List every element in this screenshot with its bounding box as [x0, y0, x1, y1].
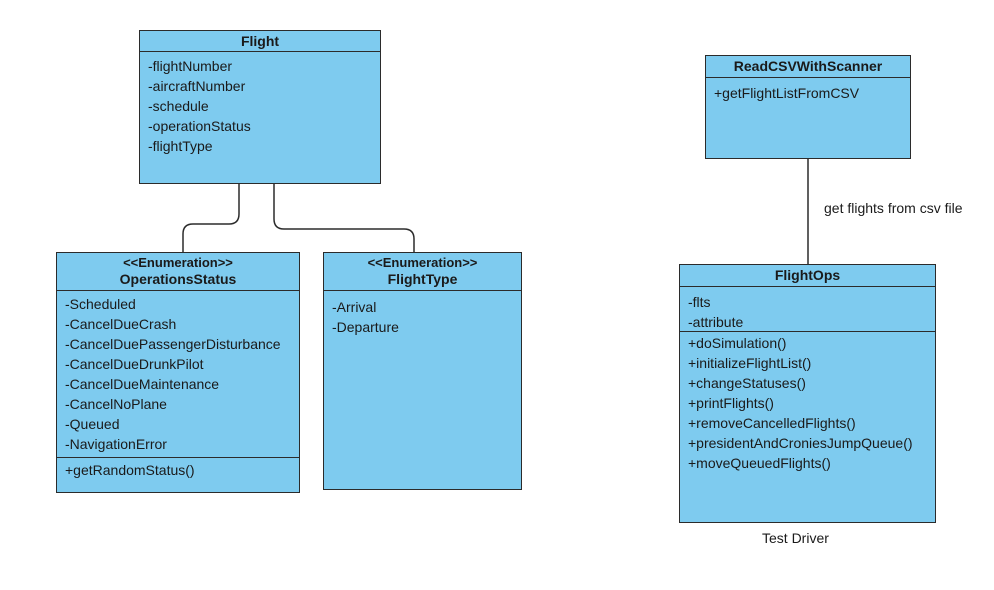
method: +presidentAndCroniesJumpQueue()	[688, 435, 913, 451]
flight-type-attributes: -Arrival -Departure	[324, 291, 521, 337]
flight-ops-class-name: FlightOps	[680, 265, 935, 287]
flight-type-class[interactable]: <<Enumeration>> FlightType -Arrival -Dep…	[323, 252, 522, 490]
attribute: -schedule	[148, 98, 209, 114]
attribute: -flts	[688, 294, 711, 310]
stereotype-label: <<Enumeration>>	[123, 255, 233, 270]
enum-literal: -Arrival	[332, 299, 377, 315]
flight-attributes: -flightNumber -aircraftNumber -schedule …	[140, 52, 380, 156]
method: +getFlightListFromCSV	[714, 85, 860, 101]
enum-literal: -Departure	[332, 319, 399, 335]
method: +initializeFlightList()	[688, 355, 812, 371]
flight-ops-methods: +doSimulation() +initializeFlightList() …	[680, 332, 935, 473]
operations-status-class-name: OperationsStatus	[119, 271, 237, 287]
read-csv-methods: +getFlightListFromCSV	[706, 78, 910, 103]
enum-literal: -NavigationError	[65, 436, 167, 452]
operations-status-header: <<Enumeration>> OperationsStatus	[57, 253, 299, 291]
method: +doSimulation()	[688, 335, 787, 351]
operations-status-methods: +getRandomStatus()	[57, 458, 299, 480]
flight-to-flight-type-connector	[273, 183, 415, 252]
flight-class-name: Flight	[140, 31, 380, 52]
flight-to-operations-status-connector	[182, 183, 240, 252]
flight-class[interactable]: Flight -flightNumber -aircraftNumber -sc…	[139, 30, 381, 184]
attribute: -flightType	[148, 138, 213, 154]
operations-status-attributes: -Scheduled -CancelDueCrash -CancelDuePas…	[57, 291, 299, 458]
edge-label: get flights from csv file	[824, 200, 963, 216]
attribute: -attribute	[688, 314, 744, 330]
stereotype-label: <<Enumeration>>	[367, 255, 478, 270]
enum-literal: -Scheduled	[65, 296, 136, 312]
test-driver-label: Test Driver	[762, 530, 829, 546]
read-csv-class-name: ReadCSVWithScanner	[706, 56, 910, 78]
flight-type-header: <<Enumeration>> FlightType	[324, 253, 521, 291]
enum-literal: -CancelDuePassengerDisturbance	[65, 336, 281, 352]
enum-literal: -Queued	[65, 416, 120, 432]
flight-ops-attributes: -flts -attribute	[680, 287, 935, 332]
flight-type-class-name: FlightType	[387, 271, 458, 287]
method: +moveQueuedFlights()	[688, 455, 831, 471]
attribute: -aircraftNumber	[148, 78, 246, 94]
read-csv-with-scanner-class[interactable]: ReadCSVWithScanner +getFlightListFromCSV	[705, 55, 911, 159]
enum-literal: -CancelDueDrunkPilot	[65, 356, 204, 372]
flight-ops-class[interactable]: FlightOps -flts -attribute +doSimulation…	[679, 264, 936, 523]
method: +printFlights()	[688, 395, 774, 411]
enum-literal: -CancelDueCrash	[65, 316, 177, 332]
enum-literal: -CancelNoPlane	[65, 396, 167, 412]
enum-literal: -CancelDueMaintenance	[65, 376, 220, 392]
operations-status-class[interactable]: <<Enumeration>> OperationsStatus -Schedu…	[56, 252, 300, 493]
attribute: -operationStatus	[148, 118, 251, 134]
method: +removeCancelledFlights()	[688, 415, 856, 431]
method: +getRandomStatus()	[65, 462, 195, 478]
method: +changeStatuses()	[688, 375, 806, 391]
attribute: -flightNumber	[148, 58, 233, 74]
